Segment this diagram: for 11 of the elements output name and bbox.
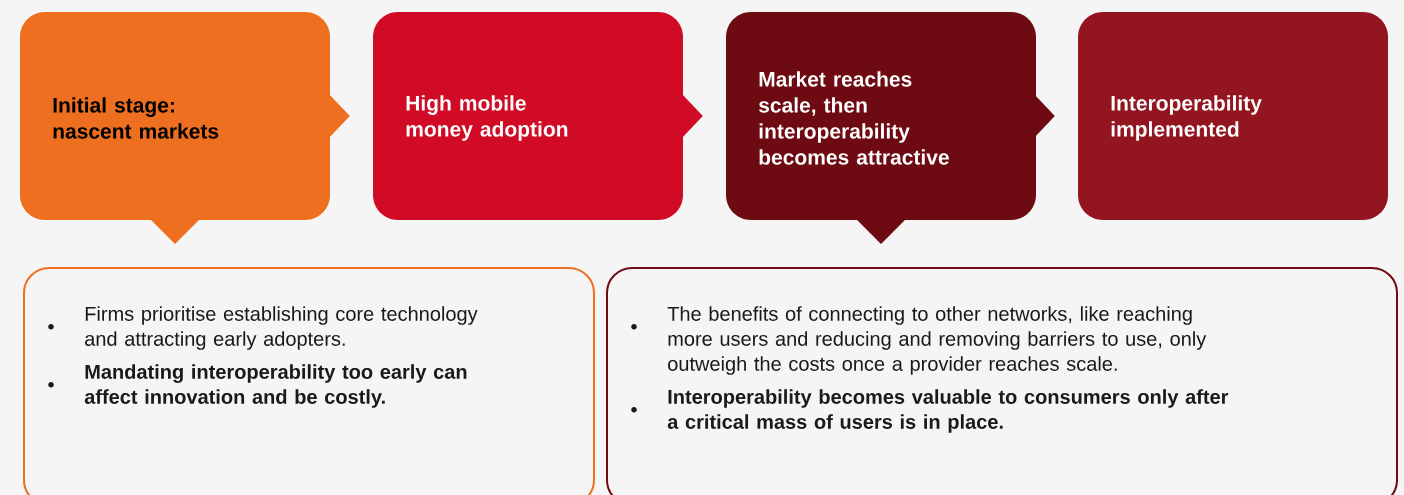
pointer-arrow [329,95,350,137]
pointer-arrow [1034,95,1055,137]
pointer-arrow [150,219,200,244]
stage-box: Initial stage: nascent markets [20,12,330,220]
note-box: The benefits of connecting to other networks, like reaching more users and reducing and removing barriers to use, only outweigh the costs once a provider reaches scale. Interoperability becomes valuable to consumers only after a critical mass of users is in place. [606,267,1398,495]
stage-box: Market reaches scale, then interoperability becomes attractive [726,12,1036,220]
pointer-arrow [856,219,906,244]
note-box: Firms prioritise establishing core technology and attracting early adopters. Mandating interoperability too early can affect innovation and be costly. [23,267,595,495]
stage-box: Interoperability implemented [1078,12,1388,220]
pointer-arrow [682,95,703,137]
stage-box: High mobile money adoption [373,12,683,220]
